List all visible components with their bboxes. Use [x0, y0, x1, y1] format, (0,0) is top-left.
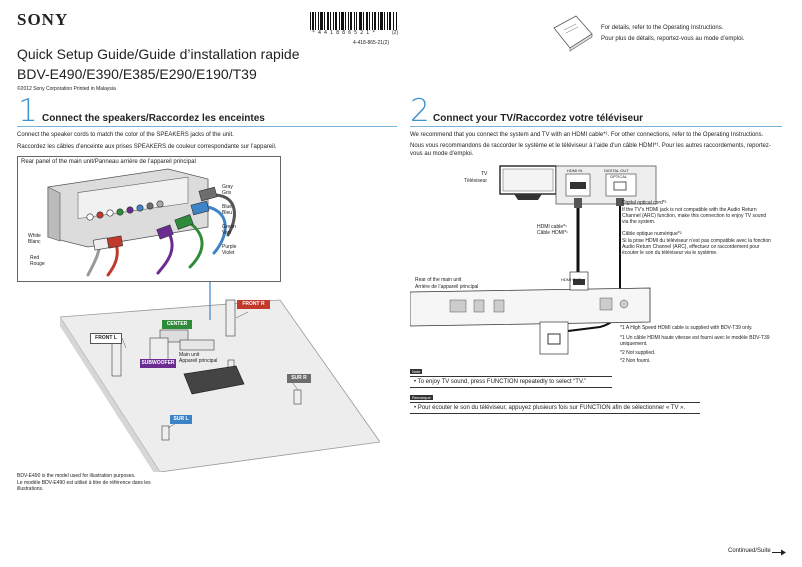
optical-cord-label-en: Digital optical cord*² [622, 200, 667, 206]
optical-label: OPTICAL [610, 174, 628, 179]
footnote-2-fr: *2 Non fourni. [620, 358, 651, 364]
label-vert: Vert [222, 230, 231, 236]
label-blue: Blue [222, 204, 233, 210]
label-rouge: Rouge [30, 261, 45, 267]
main-unit-label-en: Main unit [179, 352, 200, 358]
step-number-2: 2 [410, 93, 430, 129]
manual-booklet-icon [553, 15, 593, 52]
step2-text-fr: Nous vous recommandons de raccorder le s… [410, 143, 771, 157]
hdmi-out-label: HDMI OUT [561, 277, 581, 282]
illustration-note-en: BDV-E490 is the model used for illustrat… [17, 473, 136, 479]
tag-sur-r: SUR R [287, 374, 311, 383]
footnote-2-en: *2 Not supplied. [620, 350, 656, 356]
room-layout-illustration [60, 282, 380, 472]
barcode-image [310, 12, 397, 30]
barcode-suffix: (2) [392, 30, 399, 36]
tv-label-fr: Téléviseur [464, 178, 488, 184]
hdmi-cable-label-en: HDMI cable*¹ [537, 224, 567, 230]
step2-heading: Connect your TV/Raccordez votre télévise… [433, 113, 644, 124]
main-unit-label-fr: Appareil principal [179, 358, 218, 364]
rear-panel-figure: Rear panel of the main unit/Panneau arri… [17, 156, 281, 282]
remarque-text: • Pour écouter le son du téléviseur, app… [410, 402, 700, 414]
continued-arrow-icon [772, 549, 786, 556]
footnote-1-fr: *1 Un câble HDMI haute vitesse est fourn… [620, 335, 770, 347]
note-label: Note [410, 369, 423, 374]
label-gris: Gris [222, 190, 232, 196]
step2-text-en: We recommend that you connect the system… [410, 132, 764, 138]
tag-sur-l: SUR L [170, 415, 192, 424]
rear-panel-caption: Rear panel of the main unit/Panneau arri… [21, 159, 196, 165]
continued-label: Continued/Suite [728, 548, 771, 554]
rear-unit-label-fr: Arrière de l’appareil principal [415, 284, 479, 290]
tv-connection-illustration [410, 165, 657, 355]
barcode-digits: * 4 4 1 8 8 6 5 2 1 * [312, 30, 376, 36]
step1-divider [17, 126, 397, 127]
tag-center: CENTER [162, 320, 192, 329]
operating-instructions-ref-en: For details, refer to the Operating Inst… [601, 25, 724, 31]
optical-note-fr: Si la prise HDMI du téléviseur n’est pas… [622, 238, 771, 256]
tag-subwoofer: SUBWOOFER [140, 359, 176, 368]
optical-cord-label-fr: Câble optique numérique*² [622, 231, 682, 237]
step1-text-en: Connect the speaker cords to match the c… [17, 132, 234, 138]
label-gray: Gray [222, 184, 233, 190]
guide-title: Quick Setup Guide/Guide d’installation r… [17, 46, 300, 62]
label-white: White [28, 233, 41, 239]
model-list: BDV-E490/E390/E385/E290/E190/T39 [17, 66, 257, 82]
tag-front-l: FRONT L [90, 333, 122, 344]
speaker-jacks-illustration [47, 168, 236, 277]
tag-front-r: FRONT R [237, 300, 270, 309]
footnote-1-en: *1 A High Speed HDMI cable is supplied w… [620, 325, 753, 331]
label-violet: Violet [222, 250, 235, 256]
step1-heading: Connect the speakers/Raccordez les encei… [42, 113, 265, 124]
rear-unit-label-en: Rear of the main unit [415, 277, 462, 283]
remarque-label: Remarque [410, 395, 433, 400]
copyright: ©2012 Sony Corporation Printed in Malays… [17, 86, 116, 92]
label-red: Red [30, 255, 40, 261]
note-text: • To enjoy TV sound, press FUNCTION repe… [410, 376, 612, 388]
brand-logo: SONY [17, 10, 69, 29]
illustration-note-fr: Le modèle BDV-E490 est utilisé à titre d… [17, 480, 151, 492]
step-number-1: 1 [18, 93, 38, 129]
label-blanc: Blanc [28, 239, 41, 245]
hdmi-in-label: HDMI IN [567, 168, 583, 173]
part-number: 4-418-865-21(2) [353, 40, 390, 46]
step1-text-fr: Raccordez les câbles d’enceinte aux pris… [17, 144, 277, 150]
optical-note-en: If the TV’s HDMI jack is not compatible … [622, 207, 767, 225]
step2-divider [410, 126, 782, 127]
operating-instructions-ref-fr: Pour plus de détails, reportez-vous au m… [601, 36, 745, 42]
digital-out-label: DIGITAL OUT [604, 168, 629, 173]
tv-label-en: TV [481, 171, 488, 177]
label-green: Green [222, 224, 236, 230]
label-purple: Purple [222, 244, 237, 250]
hdmi-cable-label-fr: Câble HDMI*¹ [537, 230, 568, 236]
label-bleu: Bleu [222, 210, 233, 216]
